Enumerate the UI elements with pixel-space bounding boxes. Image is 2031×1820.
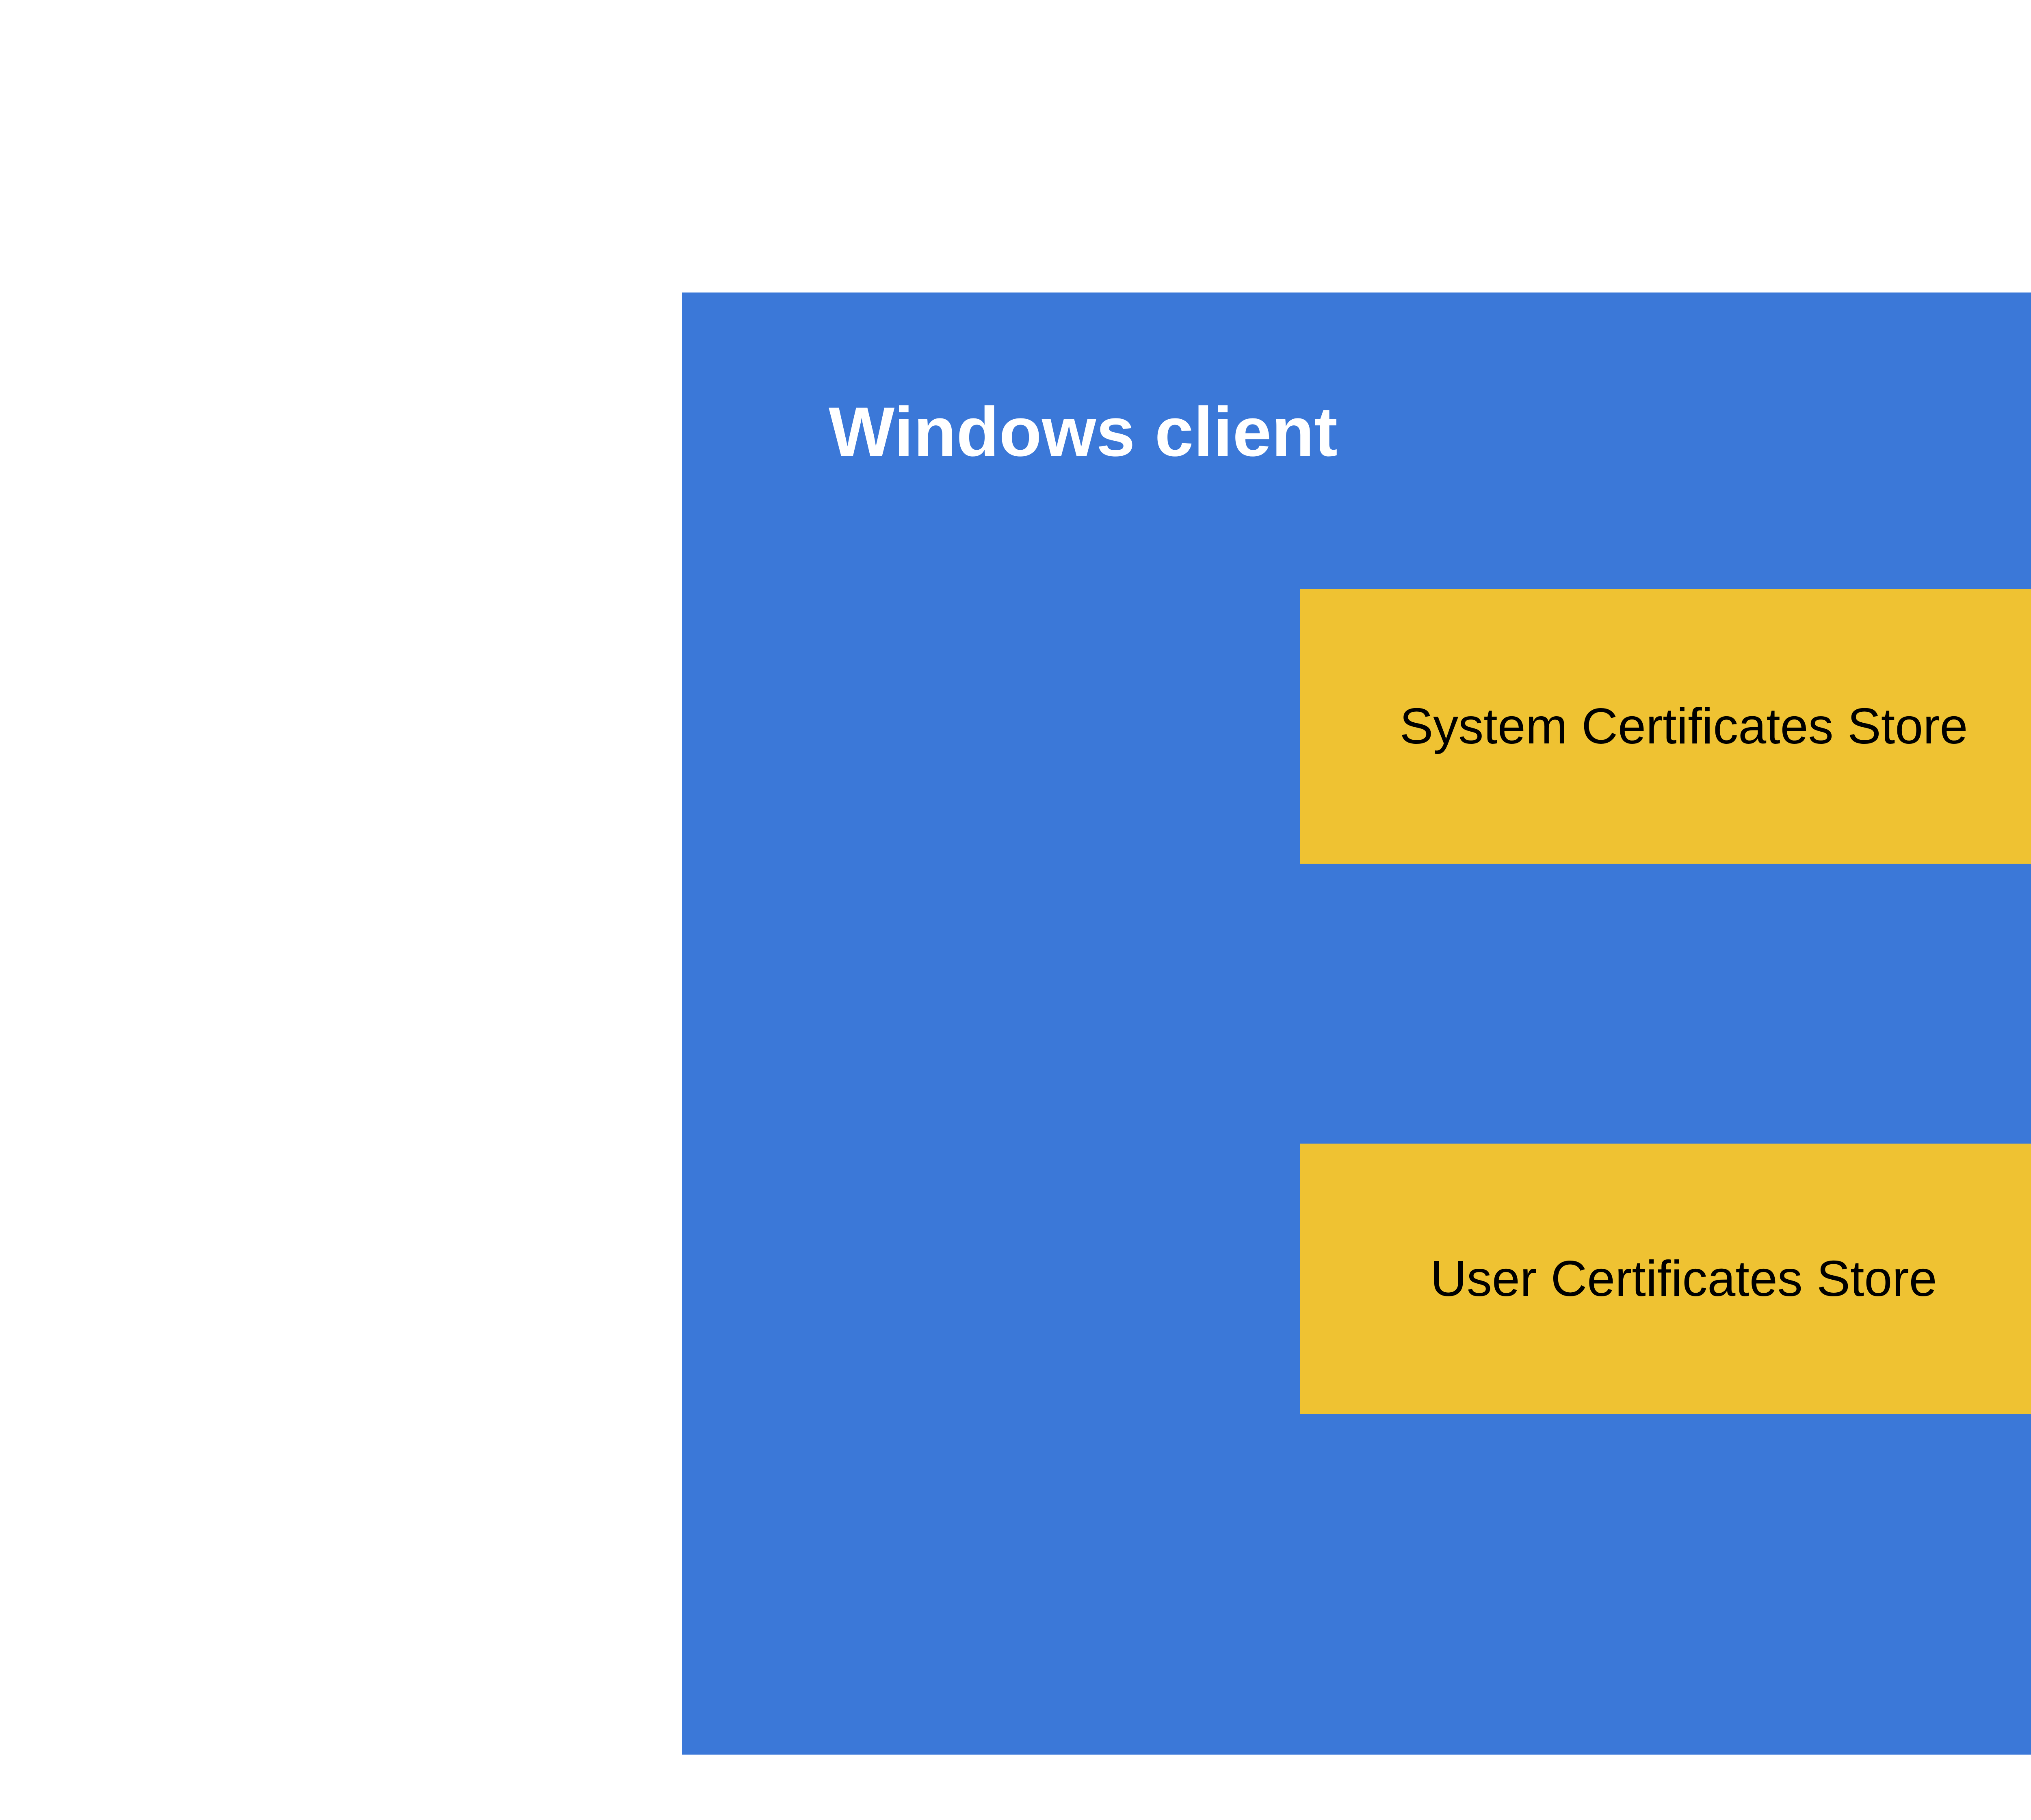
windows-client-title: Windows client [829,393,1338,471]
node-user-certificates-store[interactable]: User Certificates Store [1300,1144,2031,1414]
node-label-system-certificates-store: System Certificates Store [1399,698,1968,754]
windows-client-container[interactable]: Windows client [682,292,2031,1755]
node-label-user-certificates-store: User Certificates Store [1430,1250,1937,1307]
node-system-certificates-store[interactable]: System Certificates Store [1300,589,2031,864]
